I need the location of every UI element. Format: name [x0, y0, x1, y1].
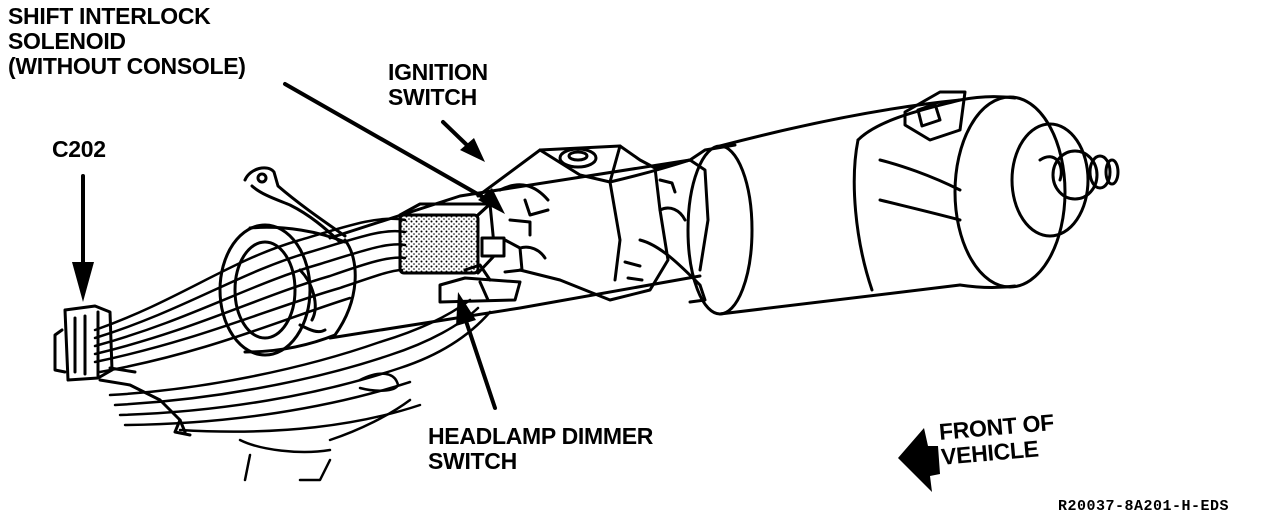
lower-column-housing [218, 223, 347, 357]
label-shift-interlock-line1: SHIFT INTERLOCK [8, 3, 211, 29]
label-ignition-switch: IGNITION SWITCH [388, 60, 488, 110]
label-shift-interlock-line3: (WITHOUT CONSOLE) [8, 53, 246, 79]
label-c202: C202 [52, 137, 106, 162]
mounting-bracket [243, 166, 347, 244]
label-ignition-line1: IGNITION [388, 59, 488, 85]
steering-column-tube [328, 143, 737, 340]
wiring-harness-upper [93, 217, 407, 374]
ignition-switch-housing [476, 144, 710, 304]
upper-column-cylinder [686, 90, 1120, 316]
shift-interlock-solenoid [398, 202, 547, 275]
leader-arrows [81, 82, 497, 410]
label-ignition-line2: SWITCH [388, 84, 477, 110]
label-c202-text: C202 [52, 136, 106, 162]
label-dimmer-line2: SWITCH [428, 448, 517, 474]
label-front-of-vehicle: FRONT OF VEHICLE [938, 409, 1057, 470]
label-shift-interlock-solenoid: SHIFT INTERLOCK SOLENOID (WITHOUT CONSOL… [8, 4, 246, 79]
headlamp-dimmer-switch [438, 263, 522, 304]
c202-connector [53, 304, 192, 437]
wiring-harness-lower [108, 298, 492, 482]
leader-arrowheads [72, 138, 505, 326]
label-dimmer-line1: HEADLAMP DIMMER [428, 423, 654, 449]
figure-code: R20037-8A201-H-EDS [1058, 498, 1230, 515]
label-shift-interlock-line2: SOLENOID [8, 28, 126, 54]
label-headlamp-dimmer-switch: HEADLAMP DIMMER SWITCH [428, 424, 653, 474]
arrow-left-icon [898, 428, 940, 492]
